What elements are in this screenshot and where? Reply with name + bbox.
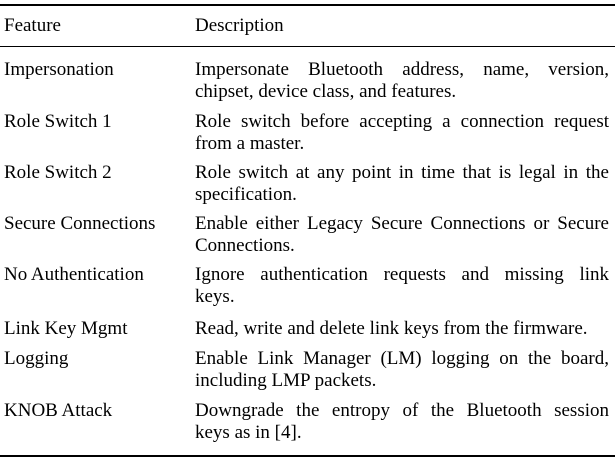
row-description: Read, write and delete link keys from th… — [195, 318, 609, 340]
row-description: Role switch before accepting a connectio… — [195, 111, 609, 155]
row-description-line: including LMP packets. — [195, 370, 377, 391]
header-feature: Feature — [4, 15, 61, 36]
row-description-line: keys as in [4]. — [195, 422, 302, 443]
row-feature: Secure Connections — [4, 213, 156, 234]
row-description: Downgrade the entropy of the Bluetooth s… — [195, 400, 609, 444]
row-description: Ignore authentication requests and missi… — [195, 264, 609, 308]
row-description: Impersonate Bluetooth address, name, ver… — [195, 59, 609, 103]
row-description: Role switch at any point in time that is… — [195, 162, 609, 206]
row-feature: KNOB Attack — [4, 400, 113, 421]
row-feature: Logging — [4, 348, 69, 369]
row-feature: Link Key Mgmt — [4, 318, 128, 339]
row-description-line: keys. — [195, 286, 235, 307]
row-description-line: Enable Link Manager (LM) logging on the … — [195, 348, 609, 369]
table-bottom-rule — [0, 455, 615, 457]
row-description: Enable either Legacy Secure Connections … — [195, 213, 609, 257]
header-description: Description — [195, 15, 284, 36]
table-top-rule — [0, 4, 615, 6]
row-description-line: Downgrade the entropy of the Bluetooth s… — [195, 400, 609, 421]
row-feature: Impersonation — [4, 59, 114, 80]
row-feature: No Authentication — [4, 264, 144, 285]
row-description-line: Read, write and delete link keys from th… — [195, 318, 588, 339]
row-description-line: Role switch before accepting a connectio… — [195, 111, 609, 132]
row-feature: Role Switch 1 — [4, 111, 112, 132]
row-description-line: from a master. — [195, 133, 305, 154]
row-feature: Role Switch 2 — [4, 162, 112, 183]
row-description-line: specification. — [195, 184, 297, 205]
table-header-rule — [0, 46, 615, 47]
row-description: Enable Link Manager (LM) logging on the … — [195, 348, 609, 392]
row-description-line: chipset, device class, and features. — [195, 81, 457, 102]
row-description-line: Connections. — [195, 235, 295, 256]
row-description-line: Impersonate Bluetooth address, name, ver… — [195, 59, 609, 80]
row-description-line: Ignore authentication requests and missi… — [195, 264, 609, 285]
row-description-line: Enable either Legacy Secure Connections … — [195, 213, 609, 234]
row-description-line: Role switch at any point in time that is… — [195, 162, 609, 183]
